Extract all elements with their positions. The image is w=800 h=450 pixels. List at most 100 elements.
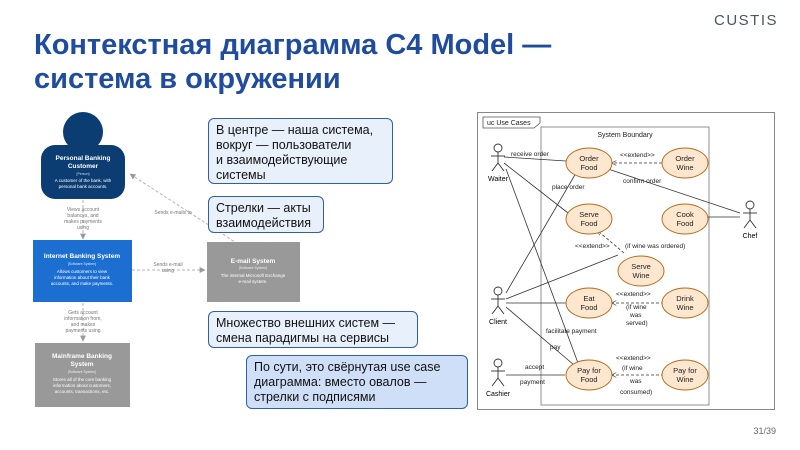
edge-label-sends-using: Sends e-mail (153, 262, 182, 268)
lbl-accept: accept (525, 364, 544, 371)
person-type: [Person] (76, 172, 89, 176)
assoc-waiter-order (503, 156, 567, 162)
uc-cook-food-l2: Food (676, 219, 693, 228)
note-arrows: Стрелки — акты взаимодействия (208, 196, 324, 233)
email-desc-2: e-mail system. (238, 279, 267, 284)
lbl-if-wine-consumed-3: consumed) (620, 389, 652, 396)
slide-title: Контекстная диаграмма C4 Model — система… (34, 28, 674, 96)
person-head (63, 112, 103, 152)
uc-cook-food-l1: Cook (676, 210, 694, 219)
title-line-2: система в окружении (34, 63, 341, 95)
uc-eat-food-l1: Eat (583, 294, 595, 303)
uc-order-food-l1: Order (579, 154, 599, 163)
usecase-pay-for-wine (661, 359, 709, 391)
assoc-chef-order (607, 168, 741, 214)
mainframe-name-2: System (70, 361, 93, 368)
note-1-line-4: системы (216, 168, 266, 182)
lbl-extend-3: <<extend>> (616, 291, 651, 298)
lbl-receive-order: receive order (511, 151, 550, 158)
note-center-system: В центре — наша система, вокруг — пользо… (208, 118, 393, 184)
lbl-extend-2: <<extend>> (575, 243, 610, 250)
note-1-line-2: вокруг — пользователи (216, 138, 352, 152)
edge-label-gets-3: and makes (71, 322, 96, 328)
note-3-line-2: смена парадигмы на сервисы (216, 331, 389, 345)
uc-drink-wine-l1: Drink (676, 294, 694, 303)
extend-servewine (598, 231, 625, 254)
actor-client (491, 286, 505, 315)
lbl-pay: pay (550, 344, 561, 351)
assoc-client-order (505, 172, 577, 294)
person-body (41, 145, 125, 199)
uc-serve-food-l1: Serve (579, 210, 599, 219)
note-2-line-1: Стрелки — акты (216, 201, 311, 215)
note-4-line-3: стрелки с подписями (254, 390, 376, 404)
edge-label-views-3: makes payments (64, 219, 102, 225)
usecase-order-food (565, 147, 613, 179)
mainframe-desc-2: information about customers, (53, 383, 111, 388)
lbl-if-wine-consumed-2: was (629, 378, 642, 385)
usecase-pay-for-food (565, 359, 613, 391)
extend-arrows (598, 163, 664, 375)
mainframe-name: Mainframe Banking (52, 353, 112, 360)
uml-canvas: uc Use Cases System Boundary Waiter Chef… (482, 116, 758, 406)
usecase-serve-wine (617, 255, 665, 287)
c4-person-customer: Personal Banking Customer [Person] A cus… (41, 112, 125, 199)
edge-label-gets: Gets account (68, 310, 98, 316)
email-desc: The internal Microsoft Exchange (221, 273, 286, 278)
note-4-line-1: По сути, это свёрнутая use case (254, 360, 441, 374)
mainframe-type: [Software System] (68, 370, 96, 374)
lbl-extend-4: <<extend>> (616, 355, 651, 362)
uc-serve-wine-l2: Wine (632, 271, 649, 280)
lbl-if-wine-consumed-1: (if wine (622, 365, 643, 372)
lbl-payment: payment (520, 379, 545, 386)
mainframe-desc-3: accounts, transactions, etc. (55, 389, 110, 394)
uc-order-wine-l2: Wine (676, 163, 693, 172)
uc-pay-wine-l2: Wine (676, 375, 693, 384)
lbl-if-wine-served-2: was (629, 312, 642, 319)
c4-mainframe-system: Mainframe Banking System [Software Syste… (35, 343, 130, 407)
uml-use-case-diagram: uc Use Cases System Boundary Waiter Chef… (477, 112, 775, 410)
ibs-desc-2: information about their bank (54, 275, 111, 280)
lbl-place-order: place order (552, 184, 585, 191)
uc-pay-food-l2: Food (580, 375, 597, 384)
edge-label-gets-4: payments using (65, 328, 100, 334)
assoc-client-serve (505, 254, 619, 300)
person-name: Personal Banking (56, 155, 111, 162)
page-number: 31/39 (753, 426, 776, 436)
ibs-desc-3: accounts, and make payments. (51, 281, 113, 286)
actor-waiter-label: Waiter (488, 176, 509, 183)
edge-label-sends-to: Sends e-mails to (154, 210, 191, 216)
lbl-facilitate-payment: facilitate payment (546, 328, 597, 335)
lbl-if-wine-served-1: (if wine (626, 304, 647, 311)
ibs-type: [Software System] (68, 262, 96, 266)
associations (503, 156, 741, 376)
usecase-eat-food (565, 287, 613, 319)
ibs-desc: Allows customers to view (57, 269, 108, 274)
edge-label-views: Views account (67, 207, 100, 213)
system-boundary (540, 126, 710, 406)
assoc-waiter-payfood (505, 168, 579, 364)
custis-logo: CUSTIS (713, 12, 778, 29)
uc-pay-wine-l1: Pay for (673, 366, 697, 375)
c4-email-system: E-mail System [Software System] The inte… (207, 242, 300, 302)
uc-serve-food-l2: Food (580, 219, 597, 228)
note-1-line-3: и взаимодействующие (216, 153, 348, 167)
uc-eat-food-l2: Food (580, 303, 597, 312)
uc-drink-wine-l2: Wine (676, 303, 693, 312)
email-box (207, 242, 300, 302)
note-1-line-1: В центре — наша система, (216, 123, 374, 137)
note-2-line-2: взаимодействия (216, 216, 312, 230)
actor-cashier (491, 358, 505, 387)
email-name: E-mail System (231, 258, 276, 265)
mainframe-desc: Stores all of the core banking (53, 377, 112, 382)
lbl-extend-1: <<extend>> (620, 152, 655, 159)
ibs-box (33, 240, 132, 302)
actor-chef-label: Chef (743, 233, 758, 240)
c4-internet-banking-system: Internet Banking System [Software System… (33, 240, 132, 302)
note-3-line-1: Множество внешних систем — (216, 316, 396, 330)
actor-chef (743, 200, 757, 229)
uc-serve-wine-l1: Serve (631, 262, 651, 271)
edge-label-gets-2: information from, (64, 316, 102, 322)
person-desc: A customer of the bank, with (55, 178, 112, 183)
ibs-name: Internet Banking System (44, 253, 120, 260)
